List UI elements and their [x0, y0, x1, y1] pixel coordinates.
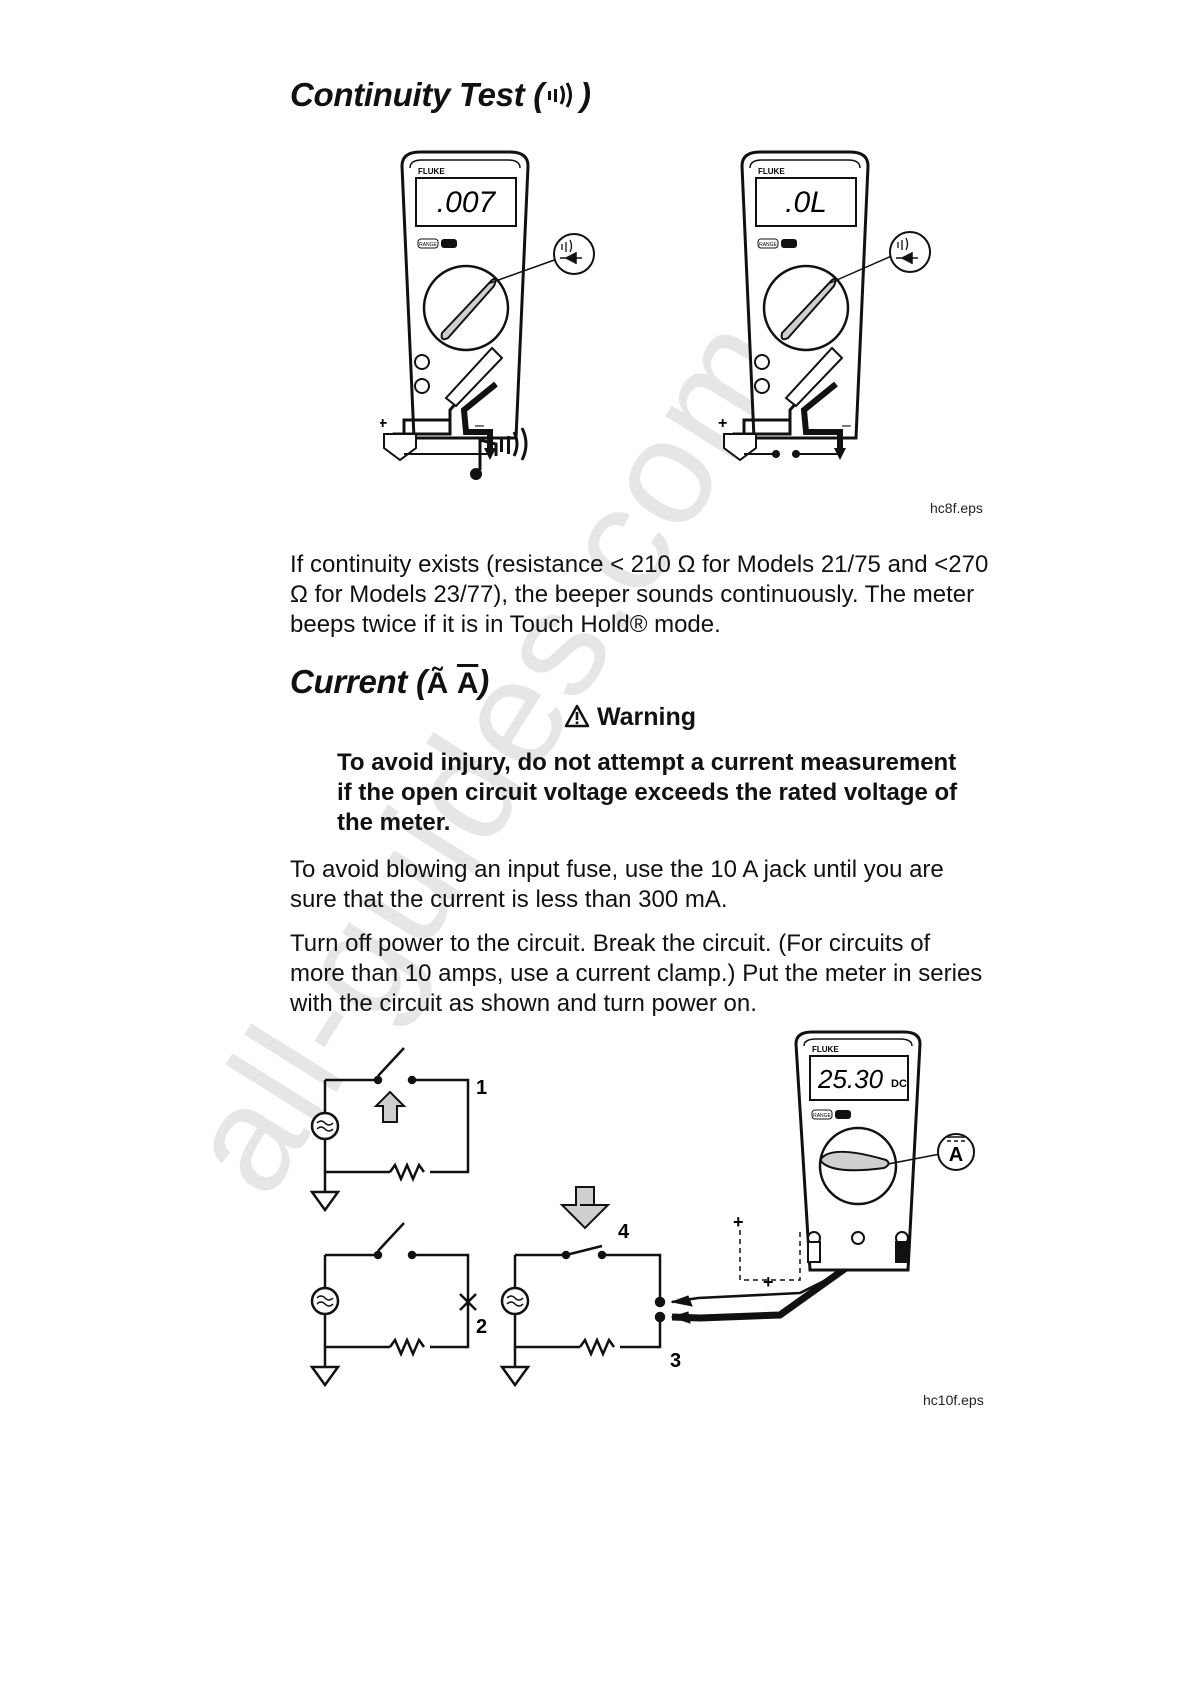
- step-2-label: 2: [476, 1316, 487, 1338]
- current-meter: FLUKE 25.30 DC RANGE A: [794, 1030, 975, 1272]
- step-3-label: 3: [670, 1350, 681, 1372]
- continuity-heading-close: ): [580, 76, 591, 113]
- right-meter-plus: +: [718, 415, 727, 432]
- current-meter-range: RANGE: [813, 1113, 831, 1119]
- current-figure: 1 2 4 3 + + FL: [309, 1030, 975, 1388]
- current-para-fuse: To avoid blowing an input fuse, use the …: [290, 856, 944, 913]
- current-heading: Current (Ã A): [290, 663, 489, 701]
- warning-icon: [564, 704, 590, 728]
- right-meter-minus: –: [842, 417, 851, 434]
- current-heading-close: ): [478, 663, 489, 700]
- left-meter: FLUKE .007 RANGE + –: [380, 150, 595, 480]
- lead-plus-upper: +: [733, 1212, 744, 1232]
- circuit-step-1: [309, 1047, 470, 1213]
- dial-symbol: A: [949, 1144, 963, 1166]
- figure-caption-current: hc10f.eps: [923, 1392, 984, 1408]
- right-meter-display: .0L: [785, 186, 827, 219]
- continuity-heading-text: Continuity Test (: [290, 76, 544, 113]
- circuit-step-2: [309, 1222, 477, 1388]
- current-meter-brand: FLUKE: [812, 1045, 839, 1054]
- left-meter-minus: –: [475, 417, 484, 434]
- step-4-label: 4: [618, 1221, 630, 1243]
- left-meter-plus: +: [380, 415, 387, 432]
- circuit-step-3: [499, 1186, 666, 1388]
- warning-title: Warning: [564, 703, 696, 732]
- dc-amps-symbol: A: [456, 667, 479, 700]
- step-1-label: 1: [476, 1077, 487, 1099]
- continuity-heading: Continuity Test ( ): [290, 76, 591, 114]
- warning-body: To avoid injury, do not attempt a curren…: [337, 749, 958, 836]
- right-meter-range: RANGE: [759, 242, 777, 248]
- continuity-paragraph: If continuity exists (resistance < 210 Ω…: [290, 551, 989, 638]
- left-meter-range: RANGE: [419, 242, 437, 248]
- current-para-procedure: Turn off power to the circuit. Break the…: [290, 930, 983, 1017]
- left-meter-display: .007: [437, 186, 497, 219]
- continuity-figure: FLUKE .007 RANGE + – FLUKE: [380, 150, 931, 480]
- warning-title-text: Warning: [596, 703, 697, 731]
- right-meter-brand: FLUKE: [758, 167, 785, 176]
- beeper-icon: [548, 82, 572, 108]
- right-meter: FLUKE .0L RANGE + –: [718, 150, 931, 462]
- current-meter-display: 25.30: [817, 1064, 884, 1094]
- current-heading-text: Current (: [290, 663, 427, 700]
- figure-caption-continuity: hc8f.eps: [930, 500, 983, 516]
- current-meter-unit: DC: [891, 1078, 907, 1090]
- ac-amps-symbol: Ã: [426, 667, 449, 700]
- left-meter-brand: FLUKE: [418, 167, 445, 176]
- lead-plus-lower: +: [763, 1272, 774, 1292]
